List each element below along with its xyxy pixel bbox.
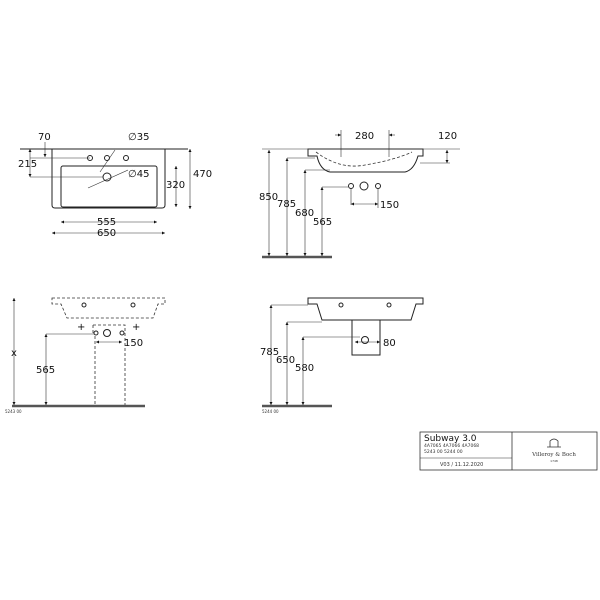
basin-dashed bbox=[51, 297, 166, 319]
tap-hole bbox=[123, 155, 129, 161]
svg-text:+: + bbox=[132, 322, 140, 333]
title-block: Subway 3.0 4A7065 4A7066 4A7068 5243 00 … bbox=[419, 431, 598, 471]
dim-80: 80 bbox=[383, 338, 396, 349]
basin-bowl bbox=[60, 165, 158, 208]
dim-850: 850 bbox=[259, 192, 278, 203]
basin-outline bbox=[51, 149, 166, 209]
dim-785: 785 bbox=[260, 347, 279, 358]
brand-since: 1748 bbox=[550, 459, 558, 463]
model-code: 5244 00 bbox=[262, 409, 279, 414]
model-code: 5243 00 bbox=[5, 409, 22, 414]
dim-565: 565 bbox=[36, 365, 55, 376]
brand-logo-icon bbox=[547, 438, 561, 448]
drain-hole bbox=[102, 172, 112, 182]
basin-side bbox=[307, 148, 424, 173]
brand-name: Villeroy & Boch bbox=[531, 452, 576, 458]
dim-drain-diameter: ∅45 bbox=[128, 169, 149, 180]
dim-70: 70 bbox=[38, 132, 51, 143]
dim-470: 470 bbox=[193, 169, 212, 180]
dim-120: 120 bbox=[438, 131, 457, 142]
tap-hole bbox=[104, 155, 110, 161]
dim-215: 215 bbox=[18, 159, 37, 170]
dim-tap-diameter: ∅35 bbox=[128, 132, 149, 143]
dim-150: 150 bbox=[124, 338, 143, 349]
dim-680: 680 bbox=[295, 208, 314, 219]
basin-outline bbox=[307, 297, 424, 321]
semi-pedestal-view: 785 650 580 80 5244 00 bbox=[260, 297, 424, 414]
pedestal-view: + + x 565 150 5243 00 bbox=[5, 297, 166, 414]
dim-555: 555 bbox=[97, 217, 116, 228]
dim-650: 650 bbox=[276, 355, 295, 366]
top-view: 70 215 ∅35 ∅45 470 320 555 650 bbox=[18, 132, 212, 239]
dim-280: 280 bbox=[355, 131, 374, 142]
dim-320: 320 bbox=[166, 180, 185, 191]
product-name: Subway 3.0 bbox=[424, 434, 477, 444]
article-codes-2: 5243 00 5244 00 bbox=[424, 449, 463, 455]
dim-580: 580 bbox=[295, 363, 314, 374]
side-view: 850 785 680 565 280 120 150 bbox=[259, 130, 460, 259]
dim-785: 785 bbox=[277, 199, 296, 210]
article-codes: 4A7065 4A7066 4A7068 bbox=[424, 443, 479, 449]
dim-150: 150 bbox=[380, 200, 399, 211]
svg-text:+: + bbox=[77, 322, 85, 333]
dim-x: x bbox=[11, 348, 17, 359]
dim-565: 565 bbox=[313, 217, 332, 228]
version-date: V03 / 11.12.2020 bbox=[440, 462, 483, 468]
dim-650: 650 bbox=[97, 228, 116, 239]
